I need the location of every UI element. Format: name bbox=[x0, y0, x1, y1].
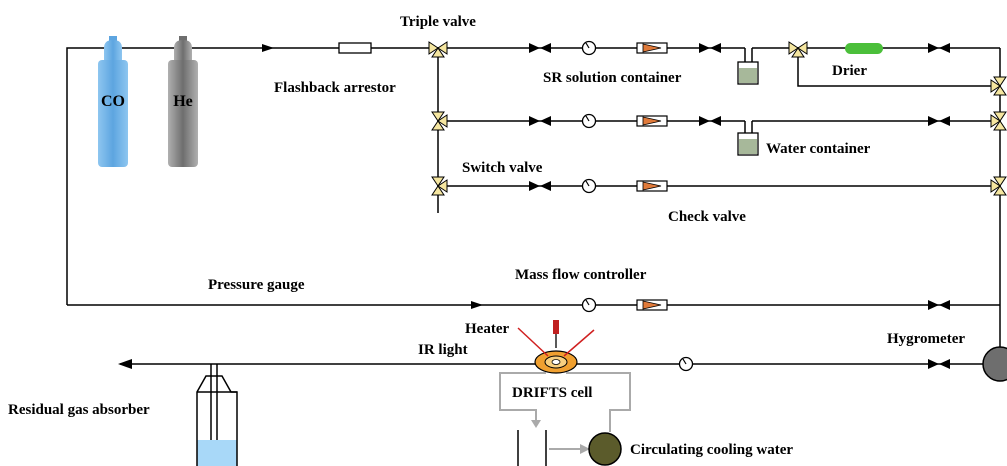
needle-valve-water-3 bbox=[928, 116, 950, 126]
label-heater: Heater bbox=[465, 321, 509, 337]
triple-valve-right-3 bbox=[990, 176, 1007, 196]
switch-valve bbox=[431, 176, 448, 196]
label-ir-light: IR light bbox=[418, 342, 468, 358]
label-residual-gas-absorber: Residual gas absorber bbox=[8, 402, 150, 418]
needle-valve-top-1 bbox=[529, 43, 551, 53]
label-switch-valve: Switch valve bbox=[462, 160, 543, 176]
needle-valve-switch bbox=[529, 181, 551, 191]
needle-valve-top-2 bbox=[699, 43, 721, 53]
mass-flow-controller-top bbox=[636, 42, 668, 54]
label-check-valve: Check valve bbox=[668, 209, 746, 225]
label-sr-solution-container: SR solution container bbox=[543, 70, 682, 86]
label-circulating-cooling-water: Circulating cooling water bbox=[630, 442, 793, 458]
pressure-gauge-switch bbox=[581, 178, 597, 194]
label-flashback-arrestor: Flashback arrestor bbox=[274, 80, 396, 96]
flashback-arrestor bbox=[338, 42, 372, 54]
label-mass-flow-controller: Mass flow controller bbox=[515, 267, 647, 283]
mass-flow-controller-water bbox=[636, 115, 668, 127]
cooling-loop bbox=[499, 372, 631, 454]
mass-flow-controller bbox=[636, 299, 668, 311]
drifts-cell bbox=[534, 350, 578, 374]
label-hygrometer: Hygrometer bbox=[887, 331, 965, 347]
needle-valve-drier bbox=[928, 43, 950, 53]
he-label: He bbox=[173, 93, 193, 110]
needle-valve-water-1 bbox=[529, 116, 551, 126]
pressure-gauge-top bbox=[581, 40, 597, 56]
he-cylinder: He bbox=[168, 36, 198, 167]
residual-gas-absorber bbox=[196, 375, 238, 466]
pressure-gauge bbox=[581, 297, 597, 313]
label-water-container: Water container bbox=[766, 141, 871, 157]
drier bbox=[845, 43, 883, 54]
label-pressure-gauge: Pressure gauge bbox=[208, 277, 305, 293]
pressure-gauge-water bbox=[581, 113, 597, 129]
label-drier: Drier bbox=[832, 63, 867, 79]
cooling-pump bbox=[588, 432, 622, 466]
check-valve bbox=[636, 180, 668, 192]
flow-arrows bbox=[118, 44, 483, 369]
label-drifts-cell: DRIFTS cell bbox=[512, 385, 592, 401]
sr-solution-container bbox=[737, 61, 759, 85]
needle-valve-water-2 bbox=[699, 116, 721, 126]
triple-valve bbox=[428, 41, 448, 58]
ir-light-beam bbox=[517, 327, 595, 357]
triple-valve-right-2 bbox=[990, 111, 1007, 131]
piping bbox=[66, 47, 1001, 440]
triple-valve-drier bbox=[788, 41, 808, 58]
co-cylinder: CO bbox=[98, 36, 128, 167]
switch-valve-water bbox=[431, 111, 448, 131]
needle-valve-mfc bbox=[928, 300, 950, 310]
co-label: CO bbox=[101, 93, 125, 110]
label-triple-valve: Triple valve bbox=[400, 14, 476, 30]
heater-probe bbox=[553, 320, 559, 348]
hygrometer bbox=[982, 346, 1007, 382]
triple-valve-right-1 bbox=[990, 76, 1007, 96]
water-container bbox=[737, 132, 759, 156]
needle-valve-outlet bbox=[928, 359, 950, 369]
cooling-reservoir bbox=[517, 430, 547, 466]
pressure-gauge-outlet bbox=[678, 356, 694, 372]
